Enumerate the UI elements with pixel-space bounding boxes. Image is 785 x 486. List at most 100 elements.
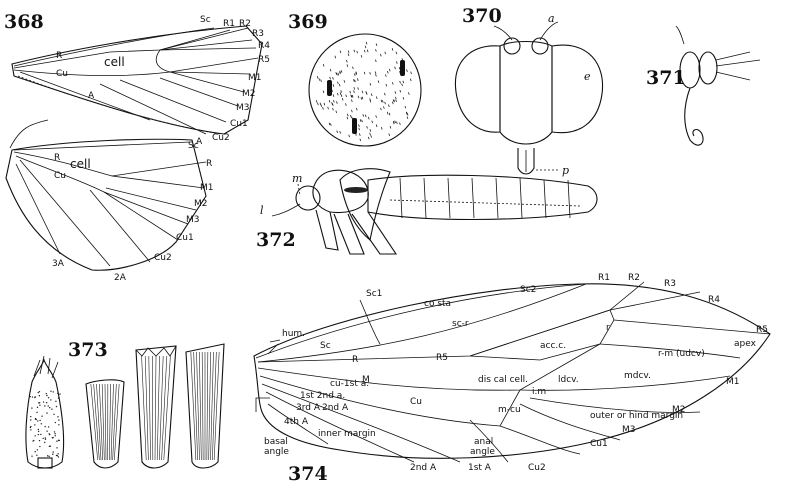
figure-373: 373 — [26, 339, 224, 468]
vein-sc-r-crossvein — [360, 300, 380, 344]
scale-dot — [35, 418, 36, 419]
seta — [405, 106, 406, 108]
seta — [340, 131, 341, 133]
seta — [329, 100, 330, 102]
label-basal-angle: angle — [264, 447, 289, 457]
vein-a — [20, 72, 150, 120]
seta — [378, 81, 379, 83]
scale-dot — [36, 455, 37, 456]
label-4th-a: 4th A — [284, 417, 309, 427]
seta — [396, 122, 397, 124]
seta — [332, 103, 333, 105]
abdomen-segment — [448, 178, 450, 218]
label-m2-374: M2 — [672, 405, 686, 415]
figure-370: 370 a e p — [455, 5, 602, 177]
label-r2: R2 — [239, 19, 251, 29]
striation — [207, 352, 208, 460]
scale-dot — [31, 407, 32, 408]
seta — [380, 54, 381, 56]
scale-dot — [31, 456, 32, 457]
head — [296, 186, 320, 210]
label-proboscis-p: p — [562, 164, 569, 177]
disc-pore-bottom — [352, 118, 357, 134]
forewing-fringe — [18, 76, 220, 134]
label-discal-cell: dis cal cell. — [478, 375, 528, 385]
scale-dot — [49, 434, 50, 435]
mouthpart-palps — [716, 52, 760, 80]
seta — [366, 42, 367, 44]
striation — [191, 352, 196, 460]
label-rm-udcv: r-m (udcv) — [658, 349, 705, 359]
label-cu2-374: Cu2 — [528, 463, 546, 473]
seta — [341, 90, 342, 92]
antenna-base-left — [504, 38, 520, 54]
abdomen-segment — [520, 178, 522, 218]
scale-4-striations — [191, 352, 219, 460]
seta — [376, 49, 377, 51]
scale-dot — [30, 416, 31, 417]
scale-dot — [49, 407, 50, 408]
seta — [387, 71, 388, 73]
scale-dot — [48, 405, 49, 406]
scale-dot — [45, 437, 46, 438]
seta — [353, 79, 354, 81]
seta — [402, 84, 403, 86]
seta — [395, 67, 396, 69]
seta — [361, 97, 362, 99]
label-anal: anal — [474, 437, 493, 447]
seta — [350, 115, 351, 117]
label-hind-r: R — [206, 159, 212, 169]
scale-dot — [44, 442, 45, 443]
vein-r3-line — [610, 292, 700, 310]
scale-dot — [56, 441, 57, 442]
scale-dot — [50, 390, 51, 391]
label-cu1-374: Cu1 — [590, 439, 608, 449]
vein-r5-line — [614, 320, 770, 334]
seta — [335, 56, 336, 58]
vein-r2 — [160, 28, 248, 50]
abdomen-segment — [472, 178, 474, 218]
disc-pore-left — [327, 80, 332, 96]
seta — [395, 97, 396, 99]
seta — [354, 87, 355, 89]
seta — [339, 84, 340, 86]
seta — [376, 97, 377, 99]
label-ldcv: ldcv. — [558, 375, 579, 385]
abdomen-segment — [400, 178, 402, 218]
label-cu: Cu — [56, 69, 68, 79]
scale-dot — [41, 423, 42, 424]
seta — [395, 91, 396, 93]
scale-dot — [38, 429, 39, 430]
hind-vein-r — [14, 152, 206, 176]
seta — [400, 123, 401, 125]
seta — [323, 107, 324, 109]
seta — [347, 114, 348, 116]
label-costa: co sta — [424, 299, 451, 309]
head-face — [500, 42, 552, 145]
scale-dot — [42, 438, 43, 439]
label-r2-374: R2 — [628, 273, 640, 283]
scale-dot — [58, 397, 59, 398]
seta — [389, 134, 390, 136]
label-r3-374: R3 — [664, 279, 676, 289]
label-hind-cell: cell — [70, 157, 91, 171]
scale-dot — [56, 447, 57, 448]
seta — [333, 100, 334, 102]
seta — [317, 76, 318, 78]
label-basal: basal — [264, 437, 288, 447]
scale-dot — [38, 431, 39, 432]
seta — [359, 124, 360, 126]
scale-dot — [39, 420, 40, 421]
seta — [330, 77, 331, 79]
scale-dot — [45, 439, 46, 440]
disc-pore-right — [400, 60, 405, 76]
seta — [371, 135, 372, 137]
label-inner-margin: inner margin — [318, 429, 376, 439]
label-apex: apex — [734, 339, 757, 349]
abdomen-spiracle-line — [390, 200, 580, 206]
label-2nd-a-bottom: 2nd A — [410, 463, 437, 473]
label-m-cu: m-cu — [498, 405, 521, 415]
seta — [403, 97, 404, 99]
basal-angle-mark — [256, 398, 270, 412]
abdomen-segments — [400, 178, 570, 218]
